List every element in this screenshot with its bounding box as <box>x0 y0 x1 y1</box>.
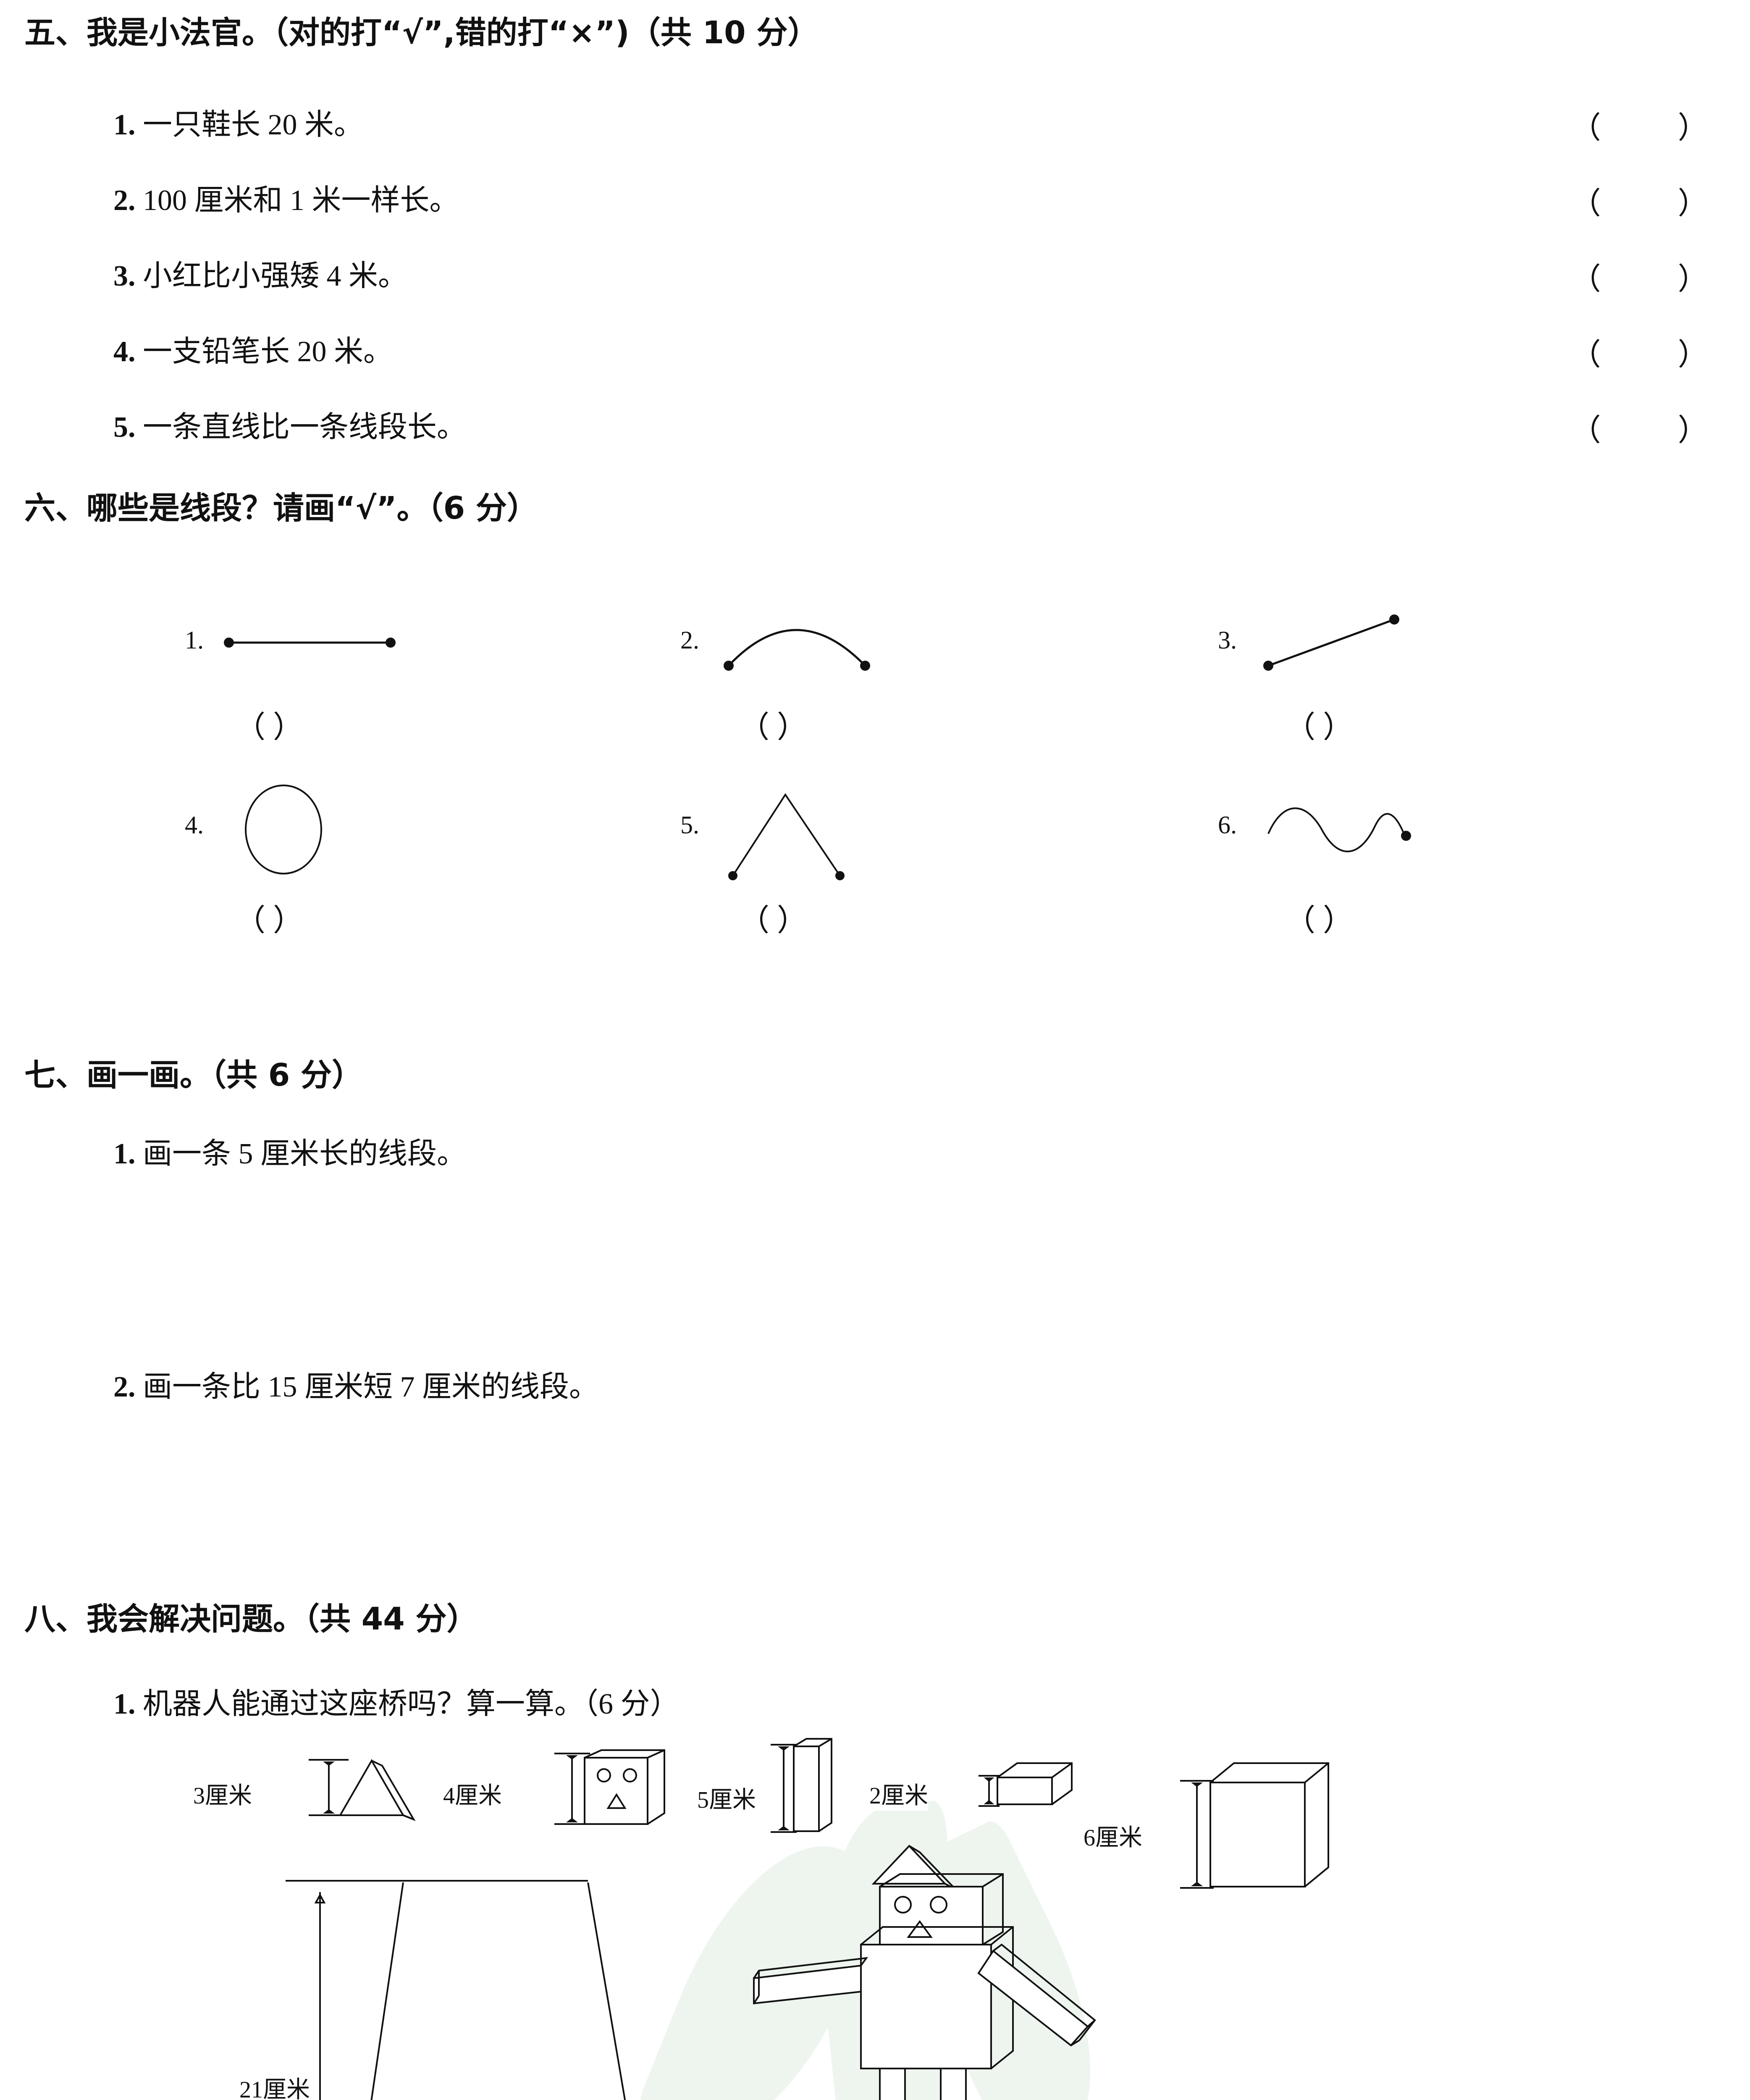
answer-paren-open-5-1[interactable]: （ <box>1571 111 1601 145</box>
answer-paren-close-5-1[interactable]: ） <box>1678 111 1708 145</box>
section-heading-7: 七、画一画。（共 6 分） <box>24 1057 363 1093</box>
tall-slab-icon <box>771 1738 832 1833</box>
question-text: 画一条 5 厘米长的线段。 <box>143 1138 466 1170</box>
diagonal-segment-icon <box>1263 614 1399 671</box>
question-text: 100 厘米和 1 米一样长。 <box>143 184 459 217</box>
question-text: 小红比小强矮 4 米。 <box>143 260 407 292</box>
straight-segment-icon <box>224 638 396 648</box>
answer-box-6-3[interactable]: （ ） <box>1285 711 1354 744</box>
arc-curve-icon <box>724 629 870 671</box>
flat-slab-icon <box>979 1762 1073 1807</box>
bridge-diagram <box>286 1880 626 2100</box>
question-number: 1. <box>113 1138 136 1170</box>
question-number: 1. <box>113 1688 136 1720</box>
triangular-prism-icon <box>309 1759 416 1822</box>
question-text: 一支铅笔长 20 米。 <box>143 336 393 368</box>
answer-paren-close-5-3[interactable]: ） <box>1678 262 1708 296</box>
question-text: 机器人能通过这座桥吗？算一算。（6 分） <box>143 1688 680 1720</box>
wavy-curve-icon <box>1267 807 1411 853</box>
figure-number-6-1: 1. <box>185 626 204 654</box>
answer-paren-open-5-4[interactable]: （ <box>1571 338 1601 372</box>
answer-box-6-1[interactable]: （ ） <box>235 711 304 744</box>
answer-paren-open-5-5[interactable]: （ <box>1571 414 1601 447</box>
figure-number-6-3: 3. <box>1218 626 1237 654</box>
answer-box-6-6[interactable]: （ ） <box>1285 904 1354 937</box>
question-number: 5. <box>113 411 136 444</box>
question-5-3: 3. 小红比小强矮 4 米。 <box>113 252 407 294</box>
question-text: 一只鞋长 20 米。 <box>143 109 363 141</box>
dim-label-21cm: 21厘米 <box>239 2071 310 2100</box>
answer-box-6-2[interactable]: （ ） <box>739 711 808 744</box>
answer-paren-open-5-3[interactable]: （ <box>1571 262 1601 296</box>
question-number: 3. <box>113 260 136 292</box>
dim-label-5cm: 5厘米 <box>697 1781 756 1815</box>
dim-label-6cm: 6厘米 <box>1084 1819 1142 1853</box>
robot-head-cube-icon <box>554 1749 665 1825</box>
question-5-5: 5. 一条直线比一条线段长。 <box>113 403 466 446</box>
dim-label-4cm: 4厘米 <box>443 1777 502 1811</box>
figure-number-6-4: 4. <box>185 811 204 839</box>
figure-number-6-5: 5. <box>680 811 699 839</box>
answer-box-6-5[interactable]: （ ） <box>739 904 808 937</box>
question-number: 2. <box>113 1371 136 1403</box>
section-heading-6: 六、哪些是线段？请画“√”。（6 分） <box>24 490 538 526</box>
question-7-1: 1. 画一条 5 厘米长的线段。 <box>113 1130 466 1172</box>
answer-paren-close-5-4[interactable]: ） <box>1678 338 1708 372</box>
question-5-4: 4. 一支铅笔长 20 米。 <box>113 328 393 370</box>
answer-box-6-4[interactable]: （ ） <box>235 904 304 937</box>
question-number: 1. <box>113 109 136 141</box>
question-number: 4. <box>113 336 136 368</box>
section-heading-8: 八、我会解决问题。（共 44 分） <box>24 1601 478 1637</box>
dim-label-2cm: 2厘米 <box>869 1777 928 1811</box>
question-text: 画一条比 15 厘米短 7 厘米的线段。 <box>143 1371 598 1403</box>
robot-figure <box>753 1845 1097 2100</box>
answer-paren-close-5-2[interactable]: ） <box>1678 187 1708 220</box>
question-5-2: 2. 100 厘米和 1 米一样长。 <box>113 176 459 219</box>
question-7-2: 2. 画一条比 15 厘米短 7 厘米的线段。 <box>113 1363 598 1405</box>
big-box-icon <box>1180 1762 1329 1889</box>
section-heading-5: 五、我是小法官。（对的打“√”,错的打“×”)（共 10 分） <box>24 15 819 51</box>
figure-number-6-2: 2. <box>680 626 699 654</box>
angle-lambda-icon <box>728 793 845 880</box>
answer-paren-open-5-2[interactable]: （ <box>1571 187 1601 220</box>
circle-icon <box>245 785 322 874</box>
answer-paren-close-5-5[interactable]: ） <box>1678 414 1708 447</box>
figure-number-6-6: 6. <box>1218 811 1237 839</box>
question-8-1: 1. 机器人能通过这座桥吗？算一算。（6 分） <box>113 1680 680 1722</box>
question-number: 2. <box>113 184 136 217</box>
question-text: 一条直线比一条线段长。 <box>143 411 466 444</box>
question-5-1: 1. 一只鞋长 20 米。 <box>113 101 363 143</box>
dim-label-3cm: 3厘米 <box>193 1777 252 1811</box>
